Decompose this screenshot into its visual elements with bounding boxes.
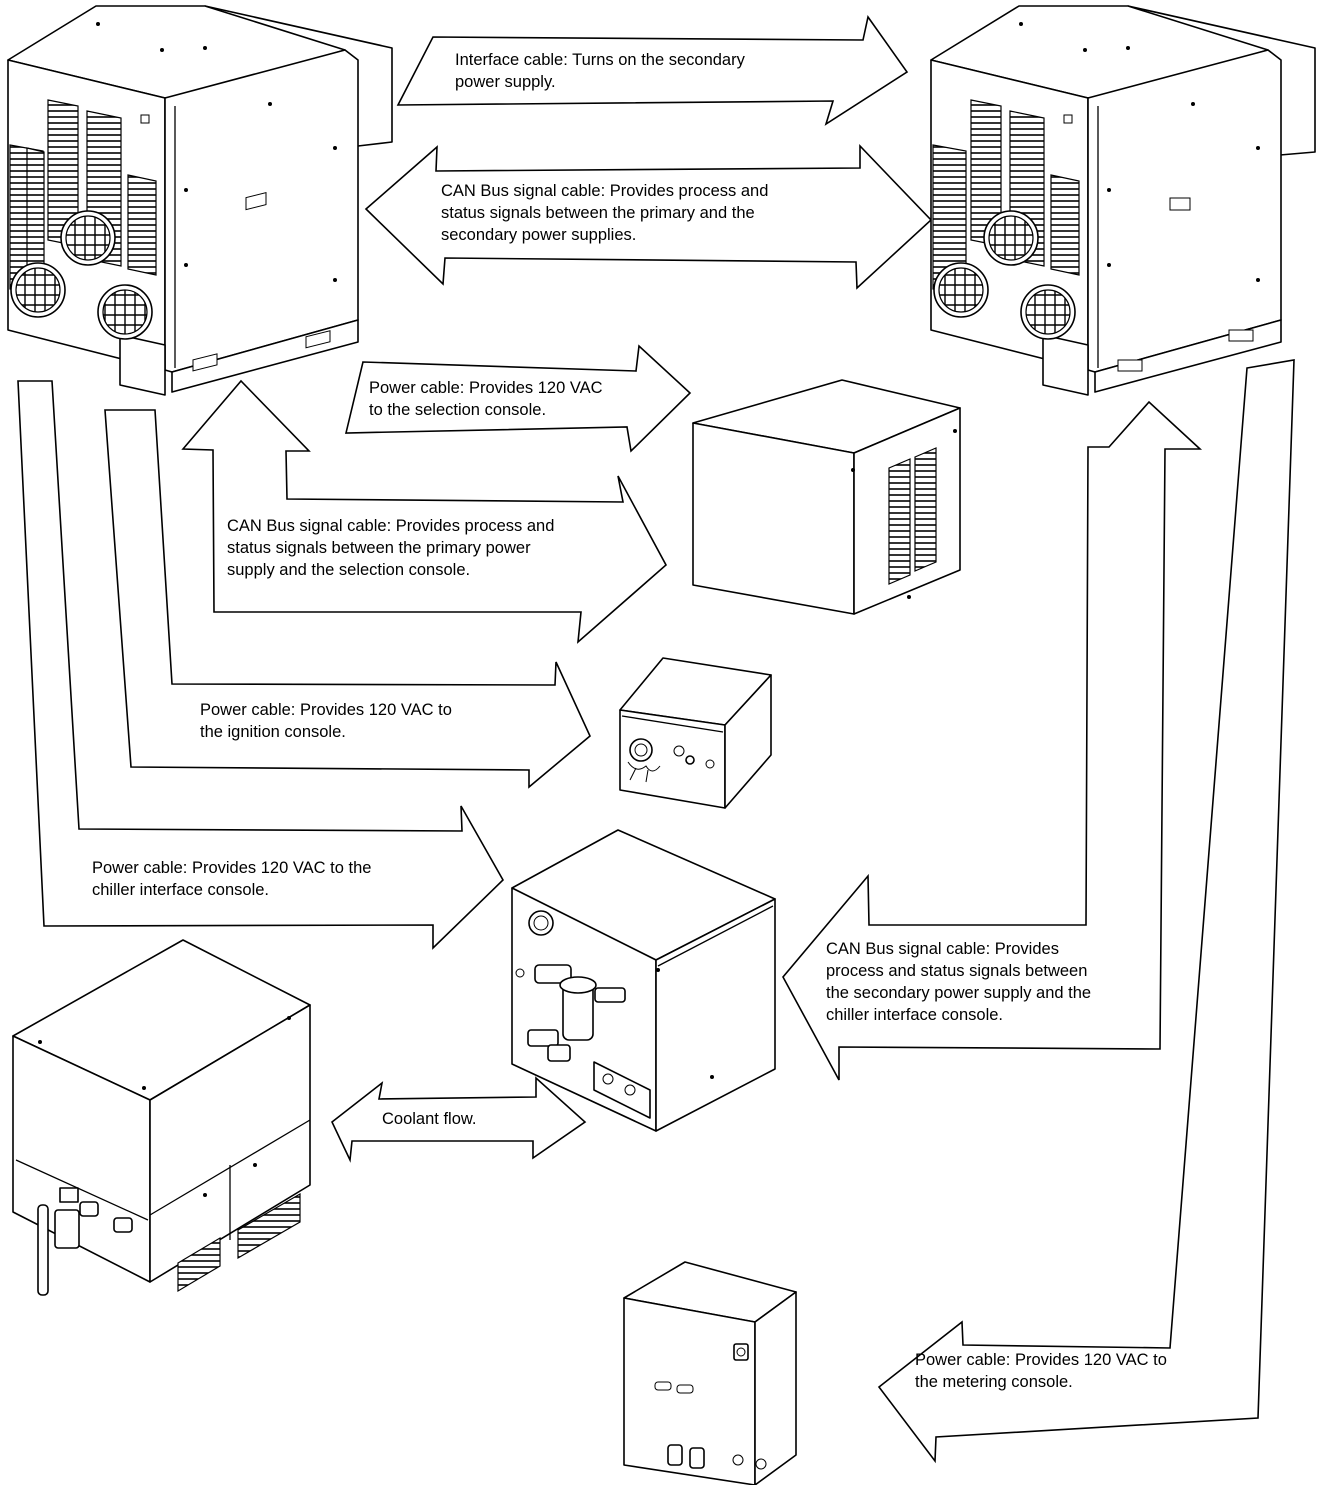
- power-selection-console-label: Power cable: Provides 120 VAC to the sel…: [369, 377, 603, 421]
- coolant-flow-arrow: [331, 1076, 587, 1163]
- power-metering-console-arrow: [877, 359, 1295, 1464]
- power-metering-console-label: Power cable: Provides 120 VAC to the met…: [915, 1349, 1167, 1393]
- label-line: Interface cable: Turns on the secondary: [455, 51, 745, 69]
- label-line: CAN Bus signal cable: Provides: [826, 940, 1059, 958]
- label-line: supply and the selection console.: [227, 561, 471, 579]
- label-line: Power cable: Provides 120 VAC to: [915, 1351, 1167, 1369]
- metering-console: [623, 1261, 797, 1485]
- interface-cable-label: Interface cable: Turns on the secondary …: [455, 49, 745, 93]
- label-line: status signals between the primary and t…: [441, 204, 755, 222]
- coolant-flow-label: Coolant flow.: [382, 1108, 476, 1130]
- secondary-power-supply: [930, 5, 1316, 396]
- chiller-interface-console: [511, 829, 776, 1132]
- label-line: status signals between the primary power: [227, 539, 531, 557]
- power-chiller-interface-arrow: [17, 380, 505, 950]
- can-bus-selection-console-arrow: [181, 379, 668, 644]
- selection-console: [692, 379, 961, 615]
- label-line: CAN Bus signal cable: Provides process a…: [227, 517, 555, 535]
- label-line: chiller interface console.: [92, 881, 270, 899]
- label-line: to the selection console.: [369, 401, 547, 419]
- primary-power-supply: [7, 5, 393, 396]
- can-bus-primary-secondary-label: CAN Bus signal cable: Provides process a…: [441, 180, 768, 246]
- label-line: power supply.: [455, 73, 556, 91]
- power-ignition-console-label: Power cable: Provides 120 VAC to the ign…: [200, 699, 452, 743]
- label-line: Power cable: Provides 120 VAC to: [200, 701, 452, 719]
- label-line: Power cable: Provides 120 VAC: [369, 379, 603, 397]
- can-bus-chiller-interface-label: CAN Bus signal cable: Provides process a…: [826, 938, 1091, 1026]
- label-line: secondary power supplies.: [441, 226, 637, 244]
- can-bus-selection-console-label: CAN Bus signal cable: Provides process a…: [227, 515, 554, 581]
- power-selection-console-arrow: [344, 344, 692, 453]
- label-line: the ignition console.: [200, 723, 346, 741]
- label-line: process and status signals between: [826, 962, 1088, 980]
- interface-cable-arrow: [396, 15, 909, 126]
- chiller: [12, 939, 311, 1296]
- power-chiller-interface-label: Power cable: Provides 120 VAC to the chi…: [92, 857, 371, 901]
- can-bus-chiller-interface-arrow: [782, 400, 1203, 1081]
- label-line: Power cable: Provides 120 VAC to the: [92, 859, 372, 877]
- ignition-console: [619, 657, 772, 809]
- label-line: CAN Bus signal cable: Provides process a…: [441, 182, 769, 200]
- label-line: chiller interface console.: [826, 1006, 1004, 1024]
- label-line: the secondary power supply and the: [826, 984, 1092, 1002]
- power-ignition-console-arrow: [104, 409, 591, 789]
- label-line: Coolant flow.: [382, 1110, 477, 1128]
- label-line: the metering console.: [915, 1373, 1073, 1391]
